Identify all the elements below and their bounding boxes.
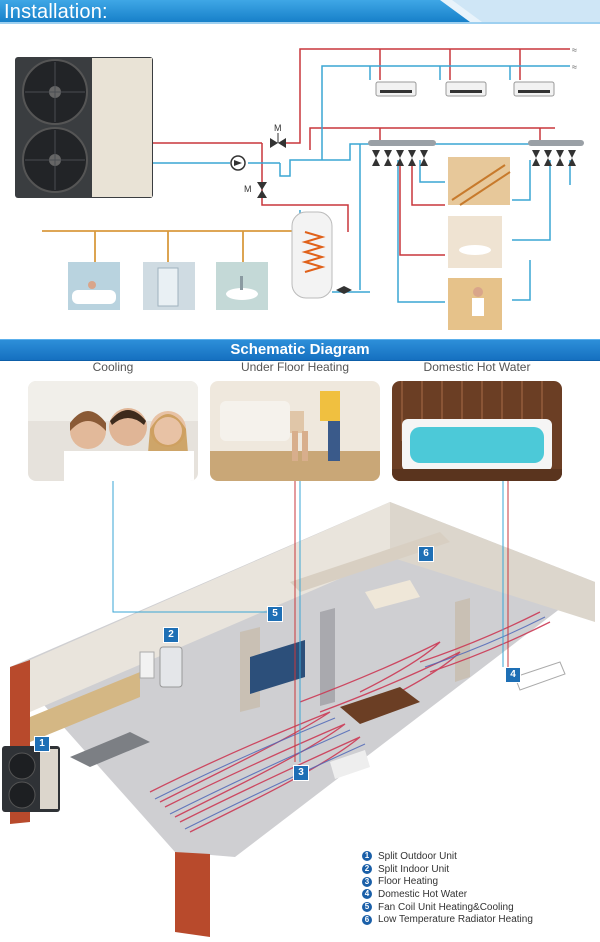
schematic-diagram-title: Schematic Diagram [230, 341, 370, 358]
legend-item-5: 5 Fan Coil Unit Heating&Cooling [362, 901, 533, 914]
fan-coil-units: ≈ ≈ [375, 45, 577, 97]
floor-heating-coils [149, 611, 551, 833]
legend-label: Domestic Hot Water [378, 888, 468, 900]
svg-text:≈: ≈ [572, 45, 577, 55]
header-title: Installation: [4, 1, 108, 23]
valve-label-m-top: M [274, 123, 282, 133]
hot-water-tank [291, 211, 333, 299]
legend-item-1: 1 Split Outdoor Unit [362, 850, 533, 863]
legend-item-6: 6 Low Temperature Radiator Heating [362, 913, 533, 926]
legend-number: 3 [362, 876, 372, 887]
legend-label: Split Indoor Unit [378, 863, 450, 875]
outdoor-unit-house [2, 746, 60, 812]
legend-number: 2 [362, 864, 372, 875]
schematic-diagram-band: Schematic Diagram [0, 339, 600, 361]
badge-2: 2 [163, 627, 179, 643]
legend-label: Fan Coil Unit Heating&Cooling [378, 901, 514, 913]
valve-label-m-left: M [244, 184, 252, 194]
legend-label: Split Outdoor Unit [378, 850, 457, 862]
motorized-valve-left [257, 182, 267, 198]
hot-water-pipes [153, 48, 570, 256]
motorized-valve-top [270, 133, 286, 148]
cold-water-pipes [153, 65, 571, 303]
photo-floor-heating-2 [448, 216, 502, 268]
caption-under-floor-heating: Under Floor Heating [240, 360, 350, 374]
photo-sink [216, 262, 268, 310]
caption-cooling: Cooling [92, 360, 134, 374]
legend-number: 5 [362, 902, 372, 913]
badge-1: 1 [34, 736, 50, 752]
installation-header: Installation: [0, 0, 600, 30]
callout-leader-lines [112, 481, 509, 762]
legend-item-4: 4 Domestic Hot Water [362, 888, 533, 901]
photo-under-floor-heating [210, 381, 380, 481]
heat-pump-outdoor-unit [15, 57, 153, 198]
badge-3: 3 [293, 765, 309, 781]
photo-family-cooling [28, 381, 198, 481]
legend-label: Floor Heating [378, 876, 439, 888]
photo-floor-heating-1 [448, 157, 511, 206]
brick-wall-front [175, 852, 210, 937]
manifold-valves [336, 140, 584, 294]
legend-number: 1 [362, 851, 372, 862]
svg-text:≈: ≈ [572, 62, 577, 72]
legend-label: Low Temperature Radiator Heating [378, 914, 533, 926]
photo-domestic-hot-water [392, 381, 562, 481]
legend-number: 4 [362, 889, 372, 900]
photo-bathtub [68, 262, 120, 310]
badge-5: 5 [267, 606, 283, 622]
circulation-pump [230, 155, 246, 171]
domestic-water-pipe [42, 230, 292, 262]
badge-4: 4 [505, 667, 521, 683]
legend-item-3: 3 Floor Heating [362, 875, 533, 888]
caption-domestic-hot-water: Domestic Hot Water [423, 360, 531, 374]
photo-floor-heating-3 [448, 278, 502, 330]
legend-number: 6 [362, 914, 372, 925]
installation-diagram: M M ≈ ≈ [15, 45, 584, 330]
header-banner-shape [0, 0, 600, 24]
legend: 1 Split Outdoor Unit 2 Split Indoor Unit… [362, 850, 533, 926]
legend-item-2: 2 Split Indoor Unit [362, 863, 533, 876]
photo-shower [143, 262, 195, 310]
floor-heating-return [154, 616, 546, 830]
house-cutaway-illustration [2, 481, 595, 937]
badge-6: 6 [418, 546, 434, 562]
